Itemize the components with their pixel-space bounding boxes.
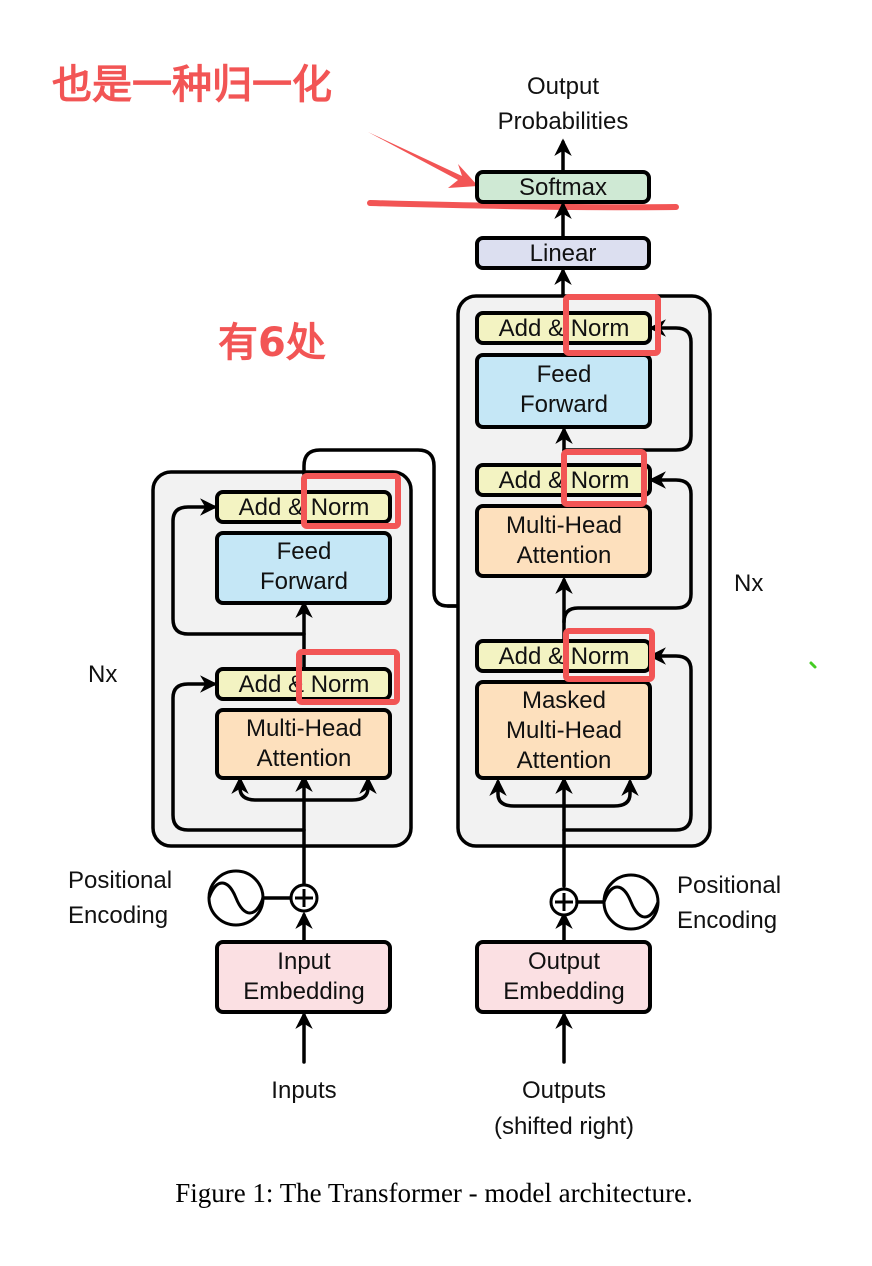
decoder-masked-attention-line3: Attention [517,747,612,774]
encoder-attn-v [302,776,377,802]
softmax-label: Softmax [519,174,607,201]
linear-label: Linear [530,240,597,267]
annotation-underline [367,200,679,211]
outputs-label-line1: Outputs [522,1077,606,1104]
output-embedding-line2: Embedding [503,978,624,1005]
annotation-top-note: 也是一种归一化 [52,62,332,108]
decoder-residual-2 [562,471,693,643]
decoder-masked-attention-box [475,680,652,780]
encoder-attention-line1: Multi-Head [246,715,362,742]
decoder-feed-forward-line1: Feed [537,361,592,388]
encoder-feed-forward-line2: Forward [260,568,348,595]
decoder-cross-attention-line1: Multi-Head [506,512,622,539]
encoder-residual-1 [171,675,306,832]
highlight-decoder-norm-bottom [563,628,655,682]
highlight-decoder-norm-top [563,294,661,356]
decoder-positional-encoding-line1: Positional [677,872,781,899]
highlight-encoder-norm-2 [296,649,400,705]
input-embedding-line2: Embedding [243,978,364,1005]
decoder-residual-3 [562,319,693,452]
encoder-attention-box [215,708,392,780]
highlight-decoder-norm-mid [561,449,647,507]
decoder-cross-attention-line2: Attention [517,542,612,569]
encoder-add-norm-2-label: Add & Norm [239,671,370,698]
encoder-repeat-label: Nx [88,661,117,688]
encoder-feed-forward-box [215,531,392,605]
encoder-feed-forward-line1: Feed [277,538,332,565]
encoder-residual-2 [171,498,306,636]
encoder-sine-wave-icon [207,869,265,927]
annotation-count-note: 有6处 [218,320,326,366]
decoder-masked-v [562,778,639,808]
decoder-feed-forward-line2: Forward [520,391,608,418]
stray-mark [809,661,817,669]
encoder-attn-k [231,776,306,802]
outputs-label-line2: (shifted right) [494,1113,634,1140]
decoder-cross-attention-box [475,504,652,578]
encoder-positional-encoding-line2: Encoding [68,902,168,929]
encoder-add-icon [289,883,319,913]
encoder-attention-line2: Attention [257,745,352,772]
figure-caption: Figure 1: The Transformer - model archit… [175,1178,693,1208]
decoder-residual-1 [562,647,693,832]
inputs-label: Inputs [271,1077,336,1104]
annotation-arrow-icon [368,132,478,188]
decoder-masked-k [489,778,566,808]
decoder-feed-forward-box [475,353,652,429]
decoder-positional-encoding-line2: Encoding [677,907,777,934]
highlight-encoder-norm-1 [301,473,401,529]
output-embedding-line1: Output [528,948,600,975]
decoder-repeat-label: Nx [734,570,763,597]
decoder-masked-attention-line2: Multi-Head [506,717,622,744]
decoder-sine-wave-icon [602,873,660,931]
input-embedding-line1: Input [277,948,331,975]
output-probabilities-line2: Probabilities [498,108,629,135]
decoder-masked-attention-line1: Masked [522,687,606,714]
encoder-positional-encoding-line1: Positional [68,867,172,894]
decoder-add-icon [549,887,579,917]
output-probabilities-line1: Output [527,73,599,100]
